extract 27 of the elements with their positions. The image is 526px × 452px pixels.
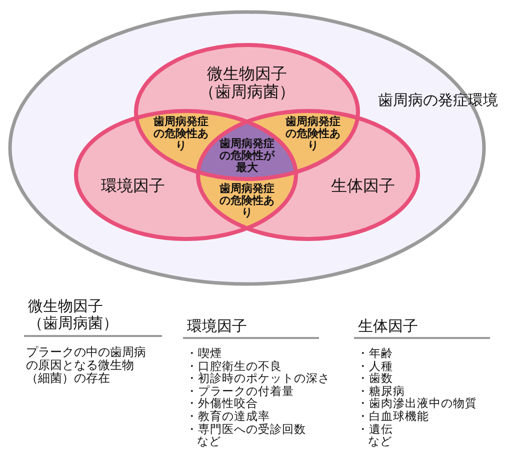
environment-title: 歯周病の発症環境	[377, 92, 499, 108]
list-item: ・専門医への受診回数	[186, 424, 306, 436]
list-item: など	[368, 436, 392, 448]
list-item: ・プラークの付着量	[186, 386, 294, 398]
list-item: ・遺伝	[357, 424, 393, 436]
overlap-label: 歯周病発症の危険性あり	[152, 116, 210, 152]
list-item: など	[197, 436, 221, 448]
list-item: ・外傷性咬合	[186, 398, 258, 410]
factor-label: 環境因子	[93, 177, 173, 195]
list-item: ・歯数	[357, 373, 393, 385]
list-item: ・喫煙	[186, 348, 222, 360]
overlap-label: 歯周病発症の危険性あり	[284, 116, 342, 152]
list-item: ・初診時のポケットの深さ	[186, 373, 330, 385]
section-heading: 環境因子	[183, 318, 319, 340]
list-item: ・口腔衛生の不良	[186, 360, 282, 372]
list-item: ・糖尿病	[357, 386, 405, 398]
factor-label: 生体因子	[323, 177, 403, 195]
list-item: ・白血球機能	[357, 411, 429, 422]
overlap-label: 歯周病発症の危険性あり	[218, 182, 276, 220]
list-item: ・年齢	[357, 348, 393, 360]
factor-label: 微生物因子（歯周病菌）	[197, 65, 297, 101]
section-heading: 微生物因子（歯周病菌）	[24, 298, 162, 336]
section-heading: 生体因子	[354, 318, 490, 340]
list-item: ・教育の達成率	[186, 411, 270, 422]
list-item: ・人種	[357, 360, 393, 372]
list-item: ・歯肉滲出液中の物質	[357, 398, 477, 410]
description-text: プラークの中の歯周病の原因となる微生物（細菌）の存在	[26, 346, 147, 386]
